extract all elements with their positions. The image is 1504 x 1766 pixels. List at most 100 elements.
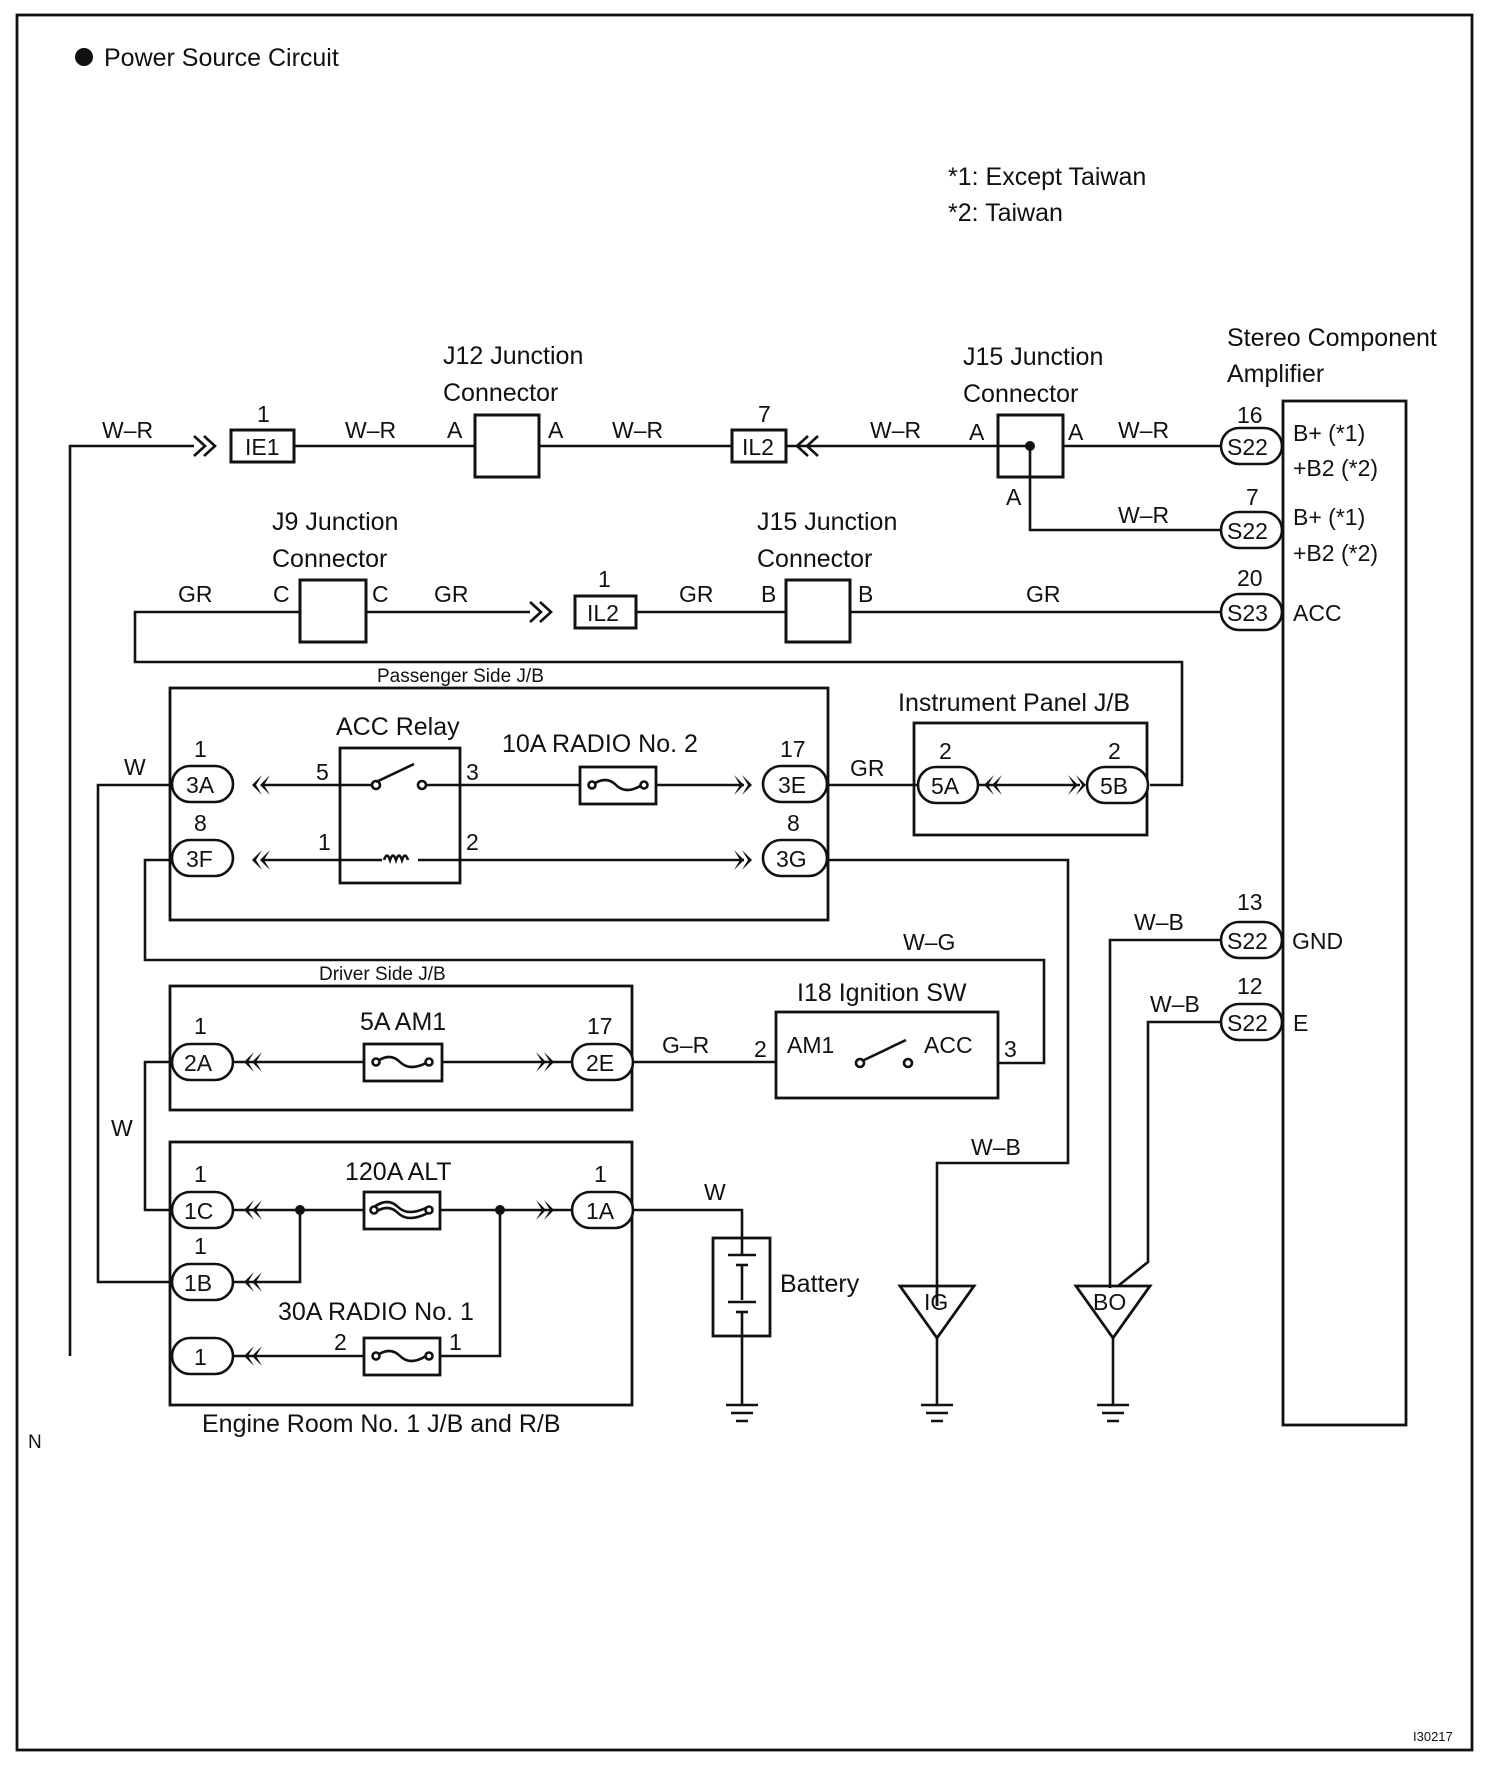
wire-label-wr: W–R xyxy=(345,417,396,443)
wire-wb-e xyxy=(1117,1020,1221,1288)
junction-j15-top: J15 Junction Connector A A A xyxy=(963,343,1103,510)
connector-1: 1 xyxy=(170,1336,235,1376)
svg-text:Connector: Connector xyxy=(963,380,1078,408)
svg-text:B: B xyxy=(761,581,776,607)
svg-text:J12 Junction: J12 Junction xyxy=(443,342,583,370)
connector-3f: 8 3F xyxy=(170,810,235,878)
svg-text:I18 Ignition SW: I18 Ignition SW xyxy=(797,979,967,1007)
connector-3e: 17 3E xyxy=(761,736,829,804)
svg-text:J15 Junction: J15 Junction xyxy=(757,508,897,536)
engine-jb-box xyxy=(168,1140,634,1407)
amplifier-name-2: Amplifier xyxy=(1227,360,1324,388)
svg-text:2: 2 xyxy=(939,738,952,764)
svg-text:3: 3 xyxy=(466,759,479,785)
svg-text:2: 2 xyxy=(334,1329,347,1355)
svg-text:ACC: ACC xyxy=(1293,600,1342,626)
svg-text:1: 1 xyxy=(194,1013,207,1039)
wire-label-gr: GR xyxy=(178,581,213,607)
svg-text:S22: S22 xyxy=(1227,518,1268,544)
svg-text:2: 2 xyxy=(754,1036,767,1062)
svg-text:E: E xyxy=(1293,1010,1308,1036)
svg-text:Connector: Connector xyxy=(757,545,872,573)
wire-label-wb: W–B xyxy=(1134,909,1184,935)
svg-text:17: 17 xyxy=(780,736,806,762)
amp-connector-12: 12 S22 E xyxy=(1219,973,1308,1042)
svg-text:+B2 (*2): +B2 (*2) xyxy=(1293,540,1378,566)
svg-text:1: 1 xyxy=(194,1344,207,1370)
amplifier-name: Stereo Component xyxy=(1227,324,1437,352)
svg-text:B+ (*1): B+ (*1) xyxy=(1293,504,1365,530)
note-1: *1: Except Taiwan xyxy=(948,163,1146,191)
svg-text:5B: 5B xyxy=(1100,773,1128,799)
amp-connector-13: 13 S22 GND xyxy=(1219,889,1343,960)
svg-text:J15 Junction: J15 Junction xyxy=(963,343,1103,371)
connector-1c: 1 1C xyxy=(170,1161,235,1230)
wire-label-g-r: G–R xyxy=(662,1032,709,1058)
wire-label-gr: GR xyxy=(434,581,469,607)
svg-text:1: 1 xyxy=(598,566,611,592)
fuse-alt: 120A ALT xyxy=(345,1158,452,1231)
svg-text:A: A xyxy=(548,417,564,443)
connector-2a: 1 2A xyxy=(170,1013,235,1082)
connector-1a: 1 1A xyxy=(570,1161,635,1230)
svg-text:1C: 1C xyxy=(184,1198,213,1224)
acc-relay: ACC Relay 5 3 1 2 xyxy=(316,713,479,885)
wire-label-gr: GR xyxy=(1026,581,1061,607)
svg-text:AM1: AM1 xyxy=(787,1032,834,1058)
svg-text:16: 16 xyxy=(1237,402,1263,428)
junction-j12: J12 Junction Connector A A xyxy=(443,342,583,479)
svg-text:1B: 1B xyxy=(184,1270,212,1296)
svg-text:B+ (*1): B+ (*1) xyxy=(1293,420,1365,446)
svg-text:1: 1 xyxy=(194,736,207,762)
svg-text:1: 1 xyxy=(449,1329,462,1355)
svg-text:Connector: Connector xyxy=(272,545,387,573)
svg-text:8: 8 xyxy=(787,810,800,836)
svg-text:5A AM1: 5A AM1 xyxy=(360,1008,446,1036)
svg-text:3E: 3E xyxy=(778,772,806,798)
svg-text:S22: S22 xyxy=(1227,434,1268,460)
svg-text:120A ALT: 120A ALT xyxy=(345,1158,452,1186)
wire-label-w: W xyxy=(111,1115,133,1141)
svg-text:3A: 3A xyxy=(186,772,215,798)
wire-label-wb: W–B xyxy=(1150,991,1200,1017)
page-frame xyxy=(15,13,1474,1752)
wire-label-wr: W–R xyxy=(612,417,663,443)
connector-3a: 1 3A xyxy=(170,736,235,804)
svg-text:1: 1 xyxy=(194,1161,207,1187)
passenger-jb-label: Passenger Side J/B xyxy=(377,666,544,687)
wire-w-3a xyxy=(96,783,172,1284)
svg-text:A: A xyxy=(1006,484,1022,510)
svg-text:S22: S22 xyxy=(1227,1010,1268,1036)
amplifier-box xyxy=(1281,399,1408,1427)
svg-text:5: 5 xyxy=(316,759,329,785)
wire-label-gr: GR xyxy=(679,581,714,607)
svg-text:IL2: IL2 xyxy=(742,434,774,460)
svg-text:7: 7 xyxy=(758,401,771,427)
svg-text:+B2 (*2): +B2 (*2) xyxy=(1293,455,1378,481)
junction-j9: J9 Junction Connector C C xyxy=(272,508,398,644)
wire-label-wr: W–R xyxy=(1118,417,1169,443)
svg-text:2A: 2A xyxy=(184,1050,213,1076)
bullet-icon xyxy=(75,48,93,66)
svg-text:13: 13 xyxy=(1237,889,1263,915)
svg-text:1: 1 xyxy=(194,1233,207,1259)
ground-bo: BO xyxy=(1073,1284,1153,1423)
battery: Battery xyxy=(711,1236,860,1405)
svg-text:BO: BO xyxy=(1093,1289,1126,1315)
svg-text:ACC: ACC xyxy=(924,1032,973,1058)
connector-3g: 8 3G xyxy=(761,810,829,878)
wire-label-wr: W–R xyxy=(102,417,153,443)
svg-text:S22: S22 xyxy=(1227,928,1268,954)
svg-text:1: 1 xyxy=(257,401,270,427)
passenger-jb-box xyxy=(168,686,830,922)
svg-text:A: A xyxy=(969,419,985,445)
connector-il2-mid: 1 IL2 xyxy=(529,566,638,630)
figure-id: I30217 xyxy=(1413,1729,1453,1744)
note-2: *2: Taiwan xyxy=(948,199,1063,227)
amp-connector-7: 7 S22 B+ (*1) +B2 (*2) xyxy=(1219,484,1378,566)
svg-text:1: 1 xyxy=(318,829,331,855)
svg-text:20: 20 xyxy=(1237,565,1263,591)
svg-text:2: 2 xyxy=(466,829,479,855)
connector-ie1: 1 IE1 xyxy=(193,401,296,464)
